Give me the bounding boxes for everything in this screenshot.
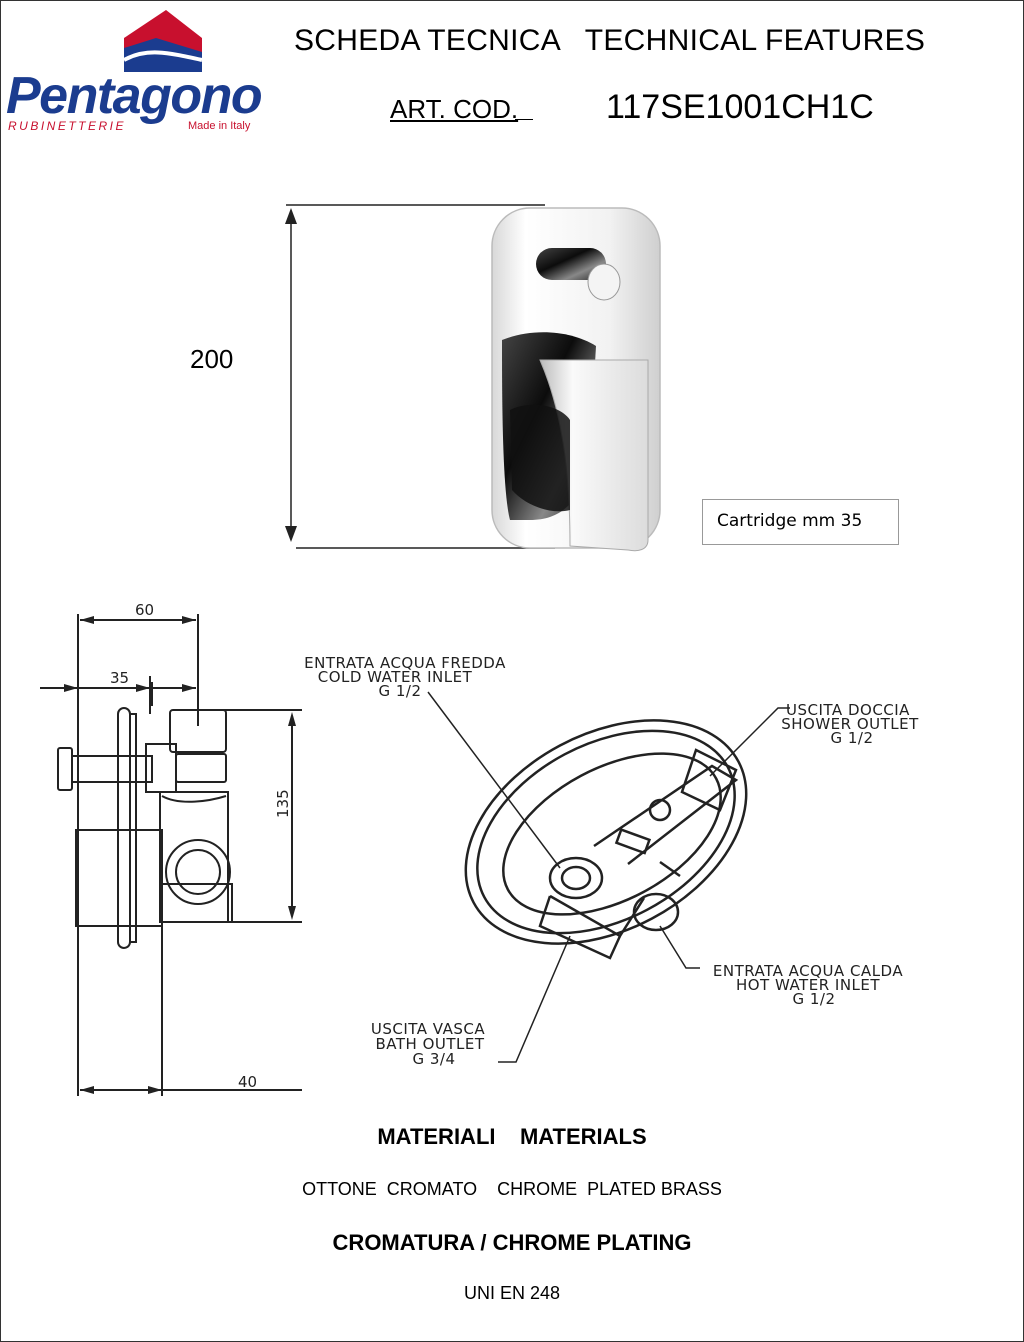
standard-reference: UNI EN 248 [463,1283,561,1303]
plating-heading: CROMATURA / CHROME PLATING [332,1230,692,1255]
cold-inlet-label-3: G 1/2 [378,682,421,700]
article-code: 117SE1001CH1C [606,88,874,126]
hot-inlet-label-3: G 1/2 [792,990,835,1008]
shower-outlet-label-1: USCITA DOCCIA [786,701,910,719]
brand-name: Pentagono [6,67,263,125]
dim-35: 35 [110,669,129,687]
technical-drawing: 60 35 135 40 ENTRATA ACQUA FREDDA COLD W… [40,601,919,1096]
dim-60: 60 [135,601,154,619]
materials-description: OTTONE CROMATO CHROME PLATED BRASS [302,1179,722,1199]
shower-outlet-label-2: SHOWER OUTLET [781,715,919,733]
bath-outlet-label-3: G 3/4 [412,1050,455,1068]
product-photo [285,204,661,552]
hot-inlet-label-2: HOT WATER INLET [736,976,880,994]
dim-40: 40 [238,1073,257,1091]
materials-heading: MATERIALI MATERIALS [377,1124,647,1149]
cold-inlet-label-2: COLD WATER INLET [318,668,473,686]
brand-logo: Pentagono RUBINETTERIE Made in Italy [6,8,296,138]
brand-subtitle: RUBINETTERIE [8,119,127,133]
height-dimension: 200 [190,344,234,374]
cartridge-box: Cartridge mm 35 [702,499,899,545]
hot-inlet-label-1: ENTRATA ACQUA CALDA [713,962,903,980]
bath-outlet-label-2: BATH OUTLET [375,1035,484,1053]
document-title: SCHEDA TECNICA TECHNICAL FEATURES [294,24,926,57]
bath-outlet-label-1: USCITA VASCA [371,1020,485,1038]
art-cod-label: ART. COD. [390,94,519,124]
art-cod-underline-extension [515,119,533,120]
brand-made-in: Made in Italy [188,120,251,132]
cold-inlet-label-1: ENTRATA ACQUA FREDDA [304,654,506,672]
pentagon-logo-icon [123,10,203,72]
dim-135: 135 [274,789,292,818]
shower-outlet-label-3: G 1/2 [830,729,873,747]
